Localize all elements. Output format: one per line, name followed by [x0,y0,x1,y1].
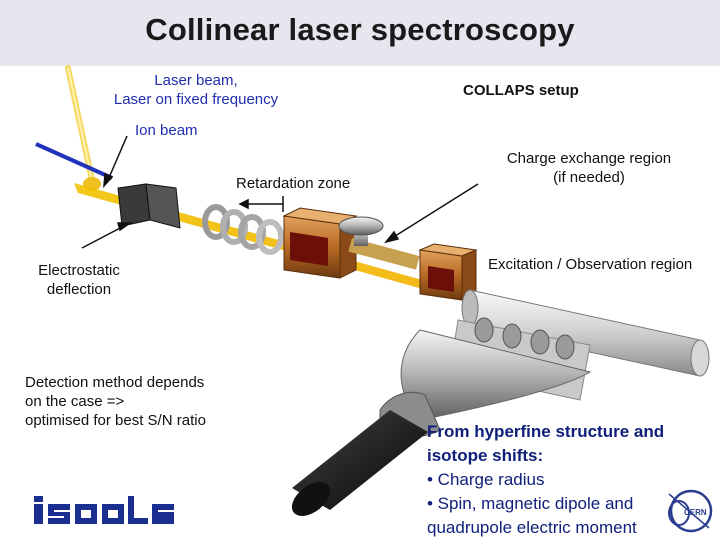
observation-chamber-tube [461,289,710,377]
charge-exchange-label-line2: (if needed) [553,169,625,186]
ion-beam-line [35,142,113,180]
detection-method-label: Detection method depends on the case => … [25,373,206,430]
results-bullet-charge-radius: • Charge radius [427,470,545,489]
electrostatic-deflector-plates [117,183,181,229]
detection-label-line1: Detection method depends [25,374,205,391]
detection-label-line2: on the case => [25,393,125,410]
results-heading-line1: From hyperfine structure and [427,422,665,441]
charge-exchange-label: Charge exchange region (if needed) [496,149,682,187]
oven-knob [338,216,384,246]
collaps-setup-label: COLLAPS setup [463,82,579,99]
electrostatic-label-line1: Electrostatic [38,262,120,279]
isolde-logo [34,496,174,524]
cern-logo: CERN [668,489,713,533]
retardation-zone-label: Retardation zone [236,175,351,192]
laser-beam-label-line2: Laser on fixed frequency [113,91,279,108]
results-text-block: From hyperfine structure and isotope shi… [427,420,664,540]
detector-handle [291,410,428,516]
results-heading-line2: isotope shifts: [427,446,544,465]
detection-label-line3: optimised for best S/N ratio [25,412,206,429]
cern-logo-text: CERN [684,508,707,517]
title-band [0,0,720,66]
electrostatic-label-line2: deflection [46,281,112,298]
ion-beam-label: Ion beam [135,122,198,139]
results-bullet-spin-line1: • Spin, magnetic dipole and [427,494,634,513]
retardation-rings [202,204,284,255]
excitation-observation-label: Excitation / Observation region [488,256,693,273]
slide-title: Collinear laser spectroscopy [145,12,575,47]
electrostatic-deflection-label: Electrostatic deflection [24,261,134,299]
laser-beam-label: Laser beam, Laser on fixed frequency [100,71,292,109]
charge-exchange-label-line1: Charge exchange region [506,150,672,167]
laser-beam-label-line1: Laser beam, [154,72,238,89]
charge-exchange-cell [282,207,478,301]
annotation-arrows [81,135,479,249]
results-bullet-spin-line2: quadrupole electric moment [427,518,637,537]
